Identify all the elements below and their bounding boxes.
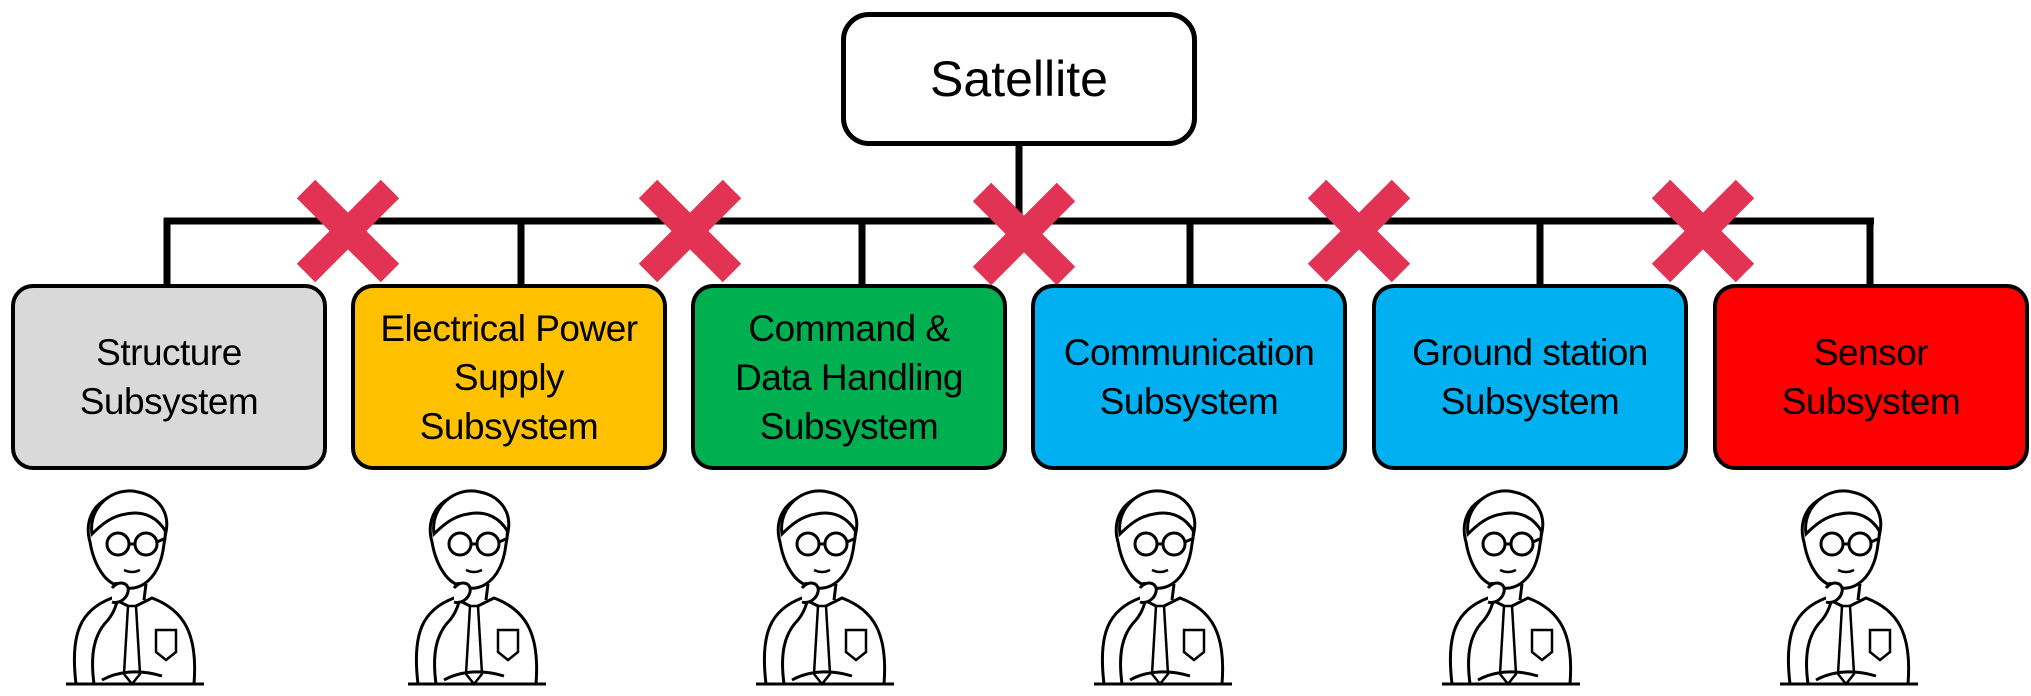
structure-subsystem-box: Structure Subsystem <box>11 284 327 470</box>
cross-mark-icon <box>306 189 390 273</box>
command-data-handling-subsystem-box: Command & Data Handling Subsystem <box>691 284 1007 470</box>
cross-mark-icon <box>982 192 1066 276</box>
thinking-engineer-icon <box>1092 489 1234 686</box>
cross-mark-icon <box>1661 189 1745 273</box>
ground-station-subsystem-box: Ground station Subsystem <box>1372 284 1688 470</box>
satellite-root-box: Satellite <box>841 12 1197 146</box>
thinking-engineer-icon <box>1778 489 1920 686</box>
cross-mark-icon <box>1317 189 1401 273</box>
thinking-engineer-icon <box>64 489 206 686</box>
communication-subsystem-box: Communication Subsystem <box>1031 284 1347 470</box>
thinking-engineer-icon <box>1440 489 1582 686</box>
electrical-power-subsystem-box: Electrical Power Supply Subsystem <box>351 284 667 470</box>
thinking-engineer-icon <box>754 489 896 686</box>
thinking-engineer-icon <box>406 489 548 686</box>
sensor-subsystem-box: Sensor Subsystem <box>1713 284 2029 470</box>
cross-mark-icon <box>648 189 732 273</box>
